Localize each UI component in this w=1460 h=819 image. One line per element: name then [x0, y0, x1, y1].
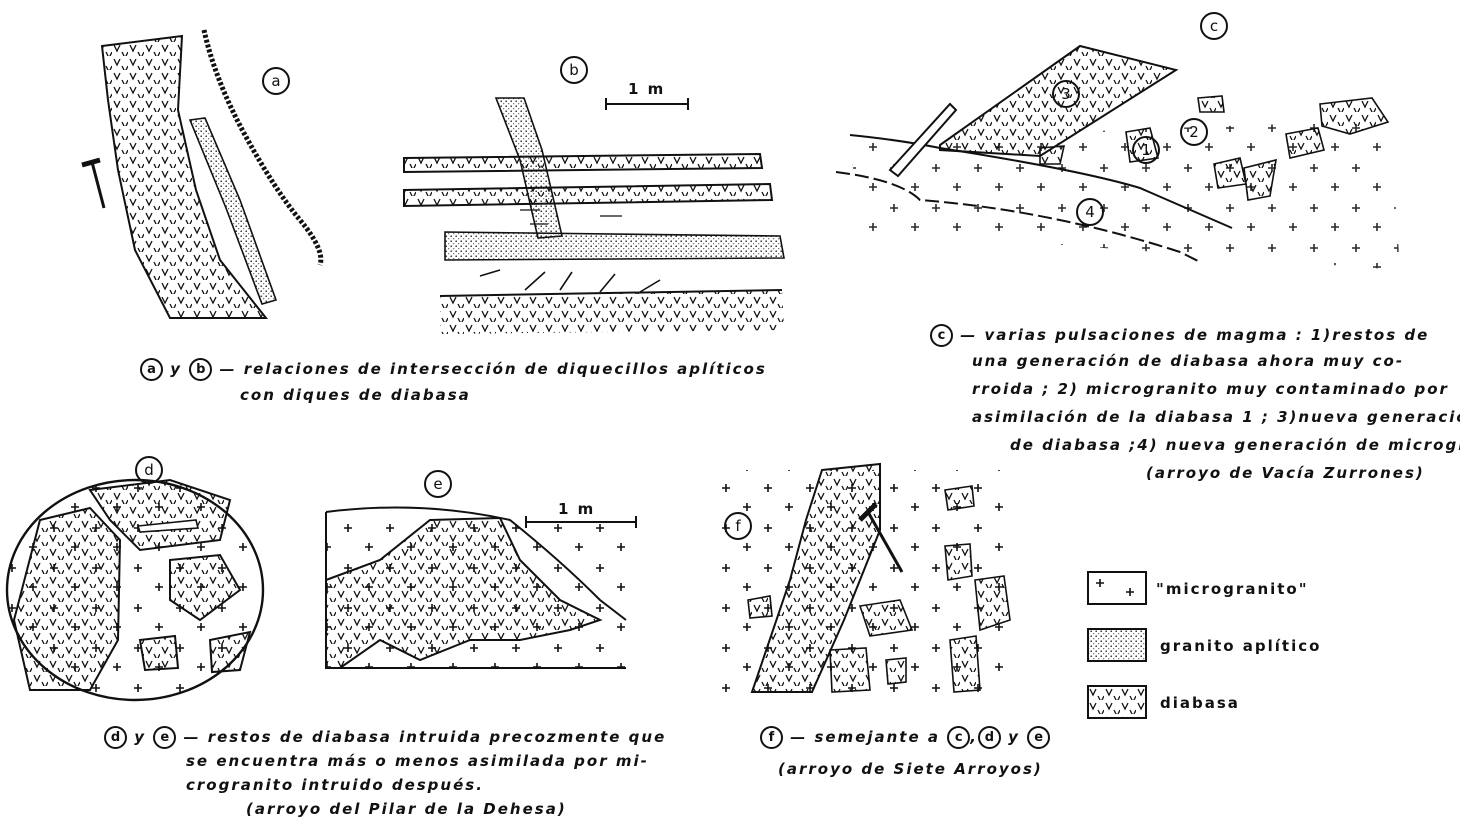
caption-c-line6: (arroyo de Vacía Zurrones) [1146, 464, 1425, 482]
thin-vein-a [204, 30, 321, 265]
figure-f-drawing [715, 464, 1015, 700]
scale-bar-b [606, 98, 688, 110]
hammer-icon [82, 160, 104, 208]
figure-e-drawing [326, 508, 636, 669]
figure-d-drawing [7, 480, 263, 700]
figure-c-label: c [1200, 12, 1228, 40]
caption-ab-line1: a y b — relaciones de intersección de di… [140, 358, 767, 381]
figure-f-label: f [724, 512, 752, 540]
zone-4-label: 4 [1076, 198, 1104, 226]
legend-label-diabasa: diabasa [1160, 694, 1240, 712]
legend-swatch-diabasa [1088, 686, 1146, 718]
legend-swatch-microgranito [1088, 572, 1146, 604]
figure-a-label: a [262, 67, 290, 95]
zone-1-label: 1 [1132, 136, 1160, 164]
figure-b-label: b [560, 56, 588, 84]
legend-label-granito-aplitico: granito aplítico [1160, 637, 1321, 655]
caption-de-line3: crogranito intruido después. [186, 776, 484, 794]
legend-swatches [1088, 572, 1146, 718]
caption-de-line4: (arroyo del Pilar de la Dehesa) [246, 800, 567, 818]
caption-f-line1: f — semejante a c,d y e [760, 726, 1050, 749]
zone-2-label: 2 [1180, 118, 1208, 146]
diabase-dike-a [102, 36, 266, 318]
figure-d-label: d [135, 456, 163, 484]
figure-e-label: e [424, 470, 452, 498]
legend-label-microgranito: "microgranito" [1156, 580, 1309, 598]
legend-swatch-granito-aplitico [1088, 629, 1146, 661]
caption-c-line2: una generación de diabasa ahora muy co- [972, 352, 1404, 370]
figure-b-drawing [404, 98, 784, 334]
caption-c-line1: c — varias pulsaciones de magma : 1)rest… [930, 324, 1429, 347]
figure-c-drawing [836, 46, 1400, 270]
scale-label-e: 1 m [558, 500, 595, 518]
caption-c-line4: asimilación de la diabasa 1 ; 3)nueva ge… [972, 408, 1460, 426]
caption-de-line2: se encuentra más o menos asimilada por m… [186, 752, 649, 770]
caption-c-line3: rroida ; 2) microgranito muy contaminado… [972, 380, 1449, 398]
caption-ab-line2: con diques de diabasa [240, 386, 471, 404]
caption-c-line5: de diabasa ;4) nueva generación de micro… [1010, 436, 1460, 454]
scale-label-b: 1 m [628, 80, 665, 98]
caption-de-line1: d y e — restos de diabasa intruida preco… [104, 726, 666, 749]
zone-3-label: 3 [1052, 80, 1080, 108]
caption-f-line2: (arroyo de Siete Arroyos) [778, 760, 1043, 778]
